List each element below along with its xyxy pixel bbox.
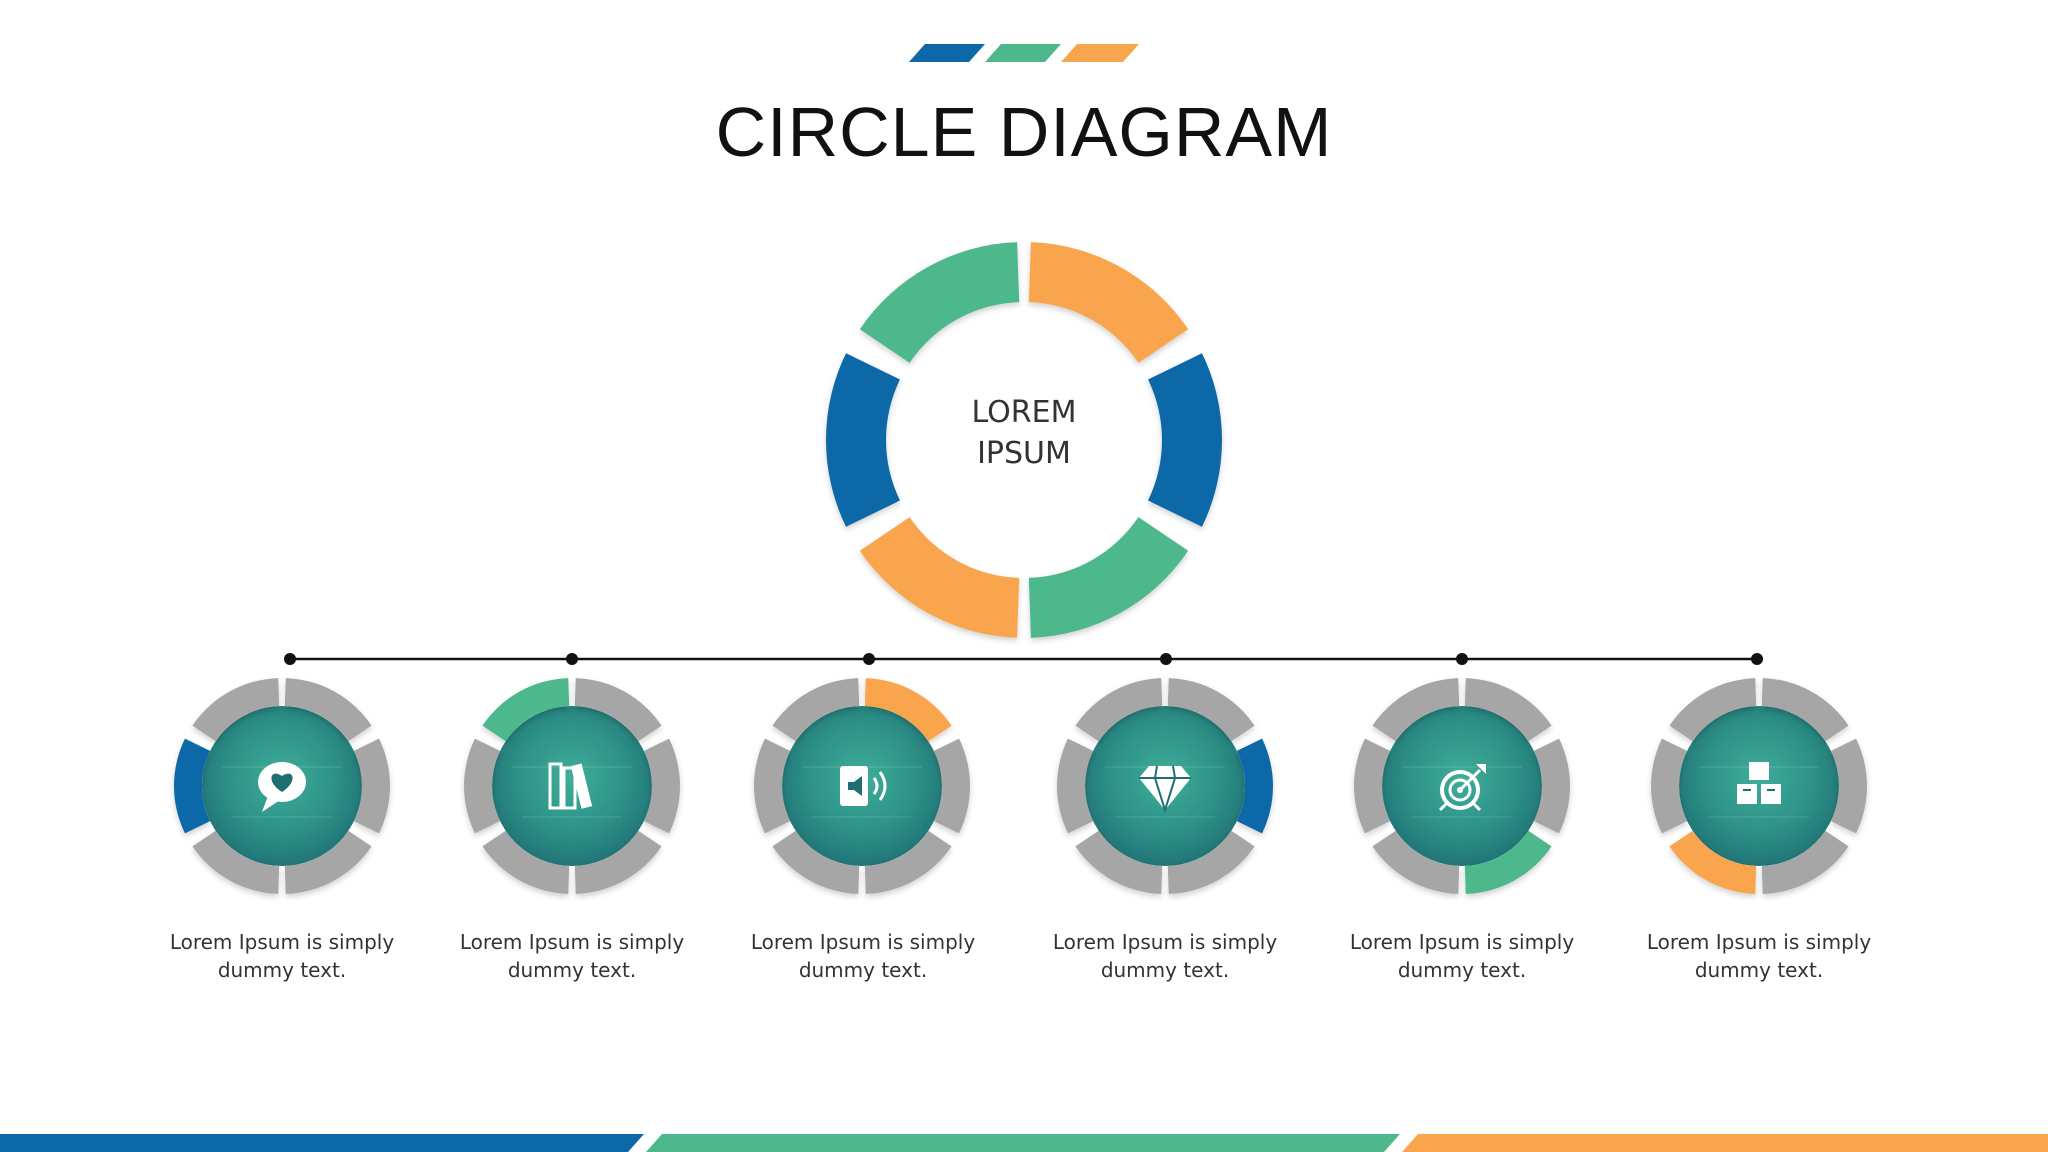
center-label-line1: LOREM (971, 395, 1077, 430)
target-icon (1438, 764, 1486, 812)
diamond-icon (1139, 765, 1191, 814)
caption-3-line1: Lorem Ipsum is simply (750, 930, 976, 954)
node-ring-segment (1057, 738, 1094, 834)
caption-5-line1: Lorem Ipsum is simply (1349, 930, 1575, 954)
bottom-bar-green (646, 1134, 1400, 1152)
node-ring-segment (1761, 830, 1849, 894)
node-photo-disc (492, 706, 652, 866)
connector-line (284, 653, 1763, 665)
caption-4-line1: Lorem Ipsum is simply (1052, 930, 1278, 954)
node-ring-segment (192, 678, 280, 742)
node-ring-accent-segment (482, 678, 570, 742)
node-ring-segment (772, 678, 860, 742)
caption-1-line1: Lorem Ipsum is simply (169, 930, 395, 954)
bottom-bar-orange (1402, 1134, 2048, 1152)
caption-4: Lorem Ipsum is simply dummy text. (1020, 928, 1310, 984)
chat-heart-icon (258, 762, 306, 812)
node-ring-segment (284, 830, 372, 894)
node-circle-6 (1651, 678, 1867, 894)
node-ring-segment (1830, 738, 1867, 834)
connector-dot-3 (863, 653, 875, 665)
node-ring-accent-segment (1464, 830, 1552, 894)
node-ring-segment (643, 738, 680, 834)
node-ring-accent-segment (864, 678, 952, 742)
node-ring-segment (1669, 678, 1757, 742)
caption-6: Lorem Ipsum is simply dummy text. (1614, 928, 1904, 984)
caption-6-line1: Lorem Ipsum is simply (1646, 930, 1872, 954)
node-ring-segment (574, 678, 662, 742)
ring-segment-top-left (859, 242, 1020, 363)
accent-dash-green (985, 44, 1061, 62)
node-circle-2 (464, 678, 680, 894)
node-ring-segment (1075, 678, 1163, 742)
caption-3: Lorem Ipsum is simply dummy text. (718, 928, 1008, 984)
caption-6-line2: dummy text. (1694, 958, 1824, 982)
node-ring-segment (753, 738, 791, 834)
node-ring-segment (1464, 678, 1552, 742)
node-ring-segment (772, 830, 860, 894)
node-ring-segment (1372, 678, 1460, 742)
connector-dot-5 (1456, 653, 1468, 665)
node-ring-segment (284, 678, 372, 742)
ring-segment-top-right (1028, 242, 1189, 363)
node-circle-5 (1354, 678, 1570, 894)
accent-dash-blue (909, 44, 985, 62)
node-circle-4 (1057, 678, 1273, 894)
node-circle-1 (174, 678, 390, 894)
node-ring-accent-segment (1236, 738, 1273, 834)
node-ring-segment (574, 830, 662, 894)
connector-dot-1 (284, 653, 296, 665)
audiobook-icon (840, 766, 887, 806)
caption-1: Lorem Ipsum is simply dummy text. (137, 928, 427, 984)
node-ring-segment (1167, 830, 1255, 894)
node-ring-accent-segment (174, 738, 211, 834)
bottom-bar-blue (0, 1134, 644, 1152)
node-ring-segment (933, 738, 970, 834)
center-label-line2: IPSUM (977, 436, 1071, 471)
node-ring-segment (1372, 830, 1460, 894)
caption-2-line1: Lorem Ipsum is simply (459, 930, 685, 954)
center-ring (826, 242, 1222, 638)
node-photo-disc (1679, 706, 1839, 866)
node-ring-segment (192, 830, 280, 894)
center-label: LOREM IPSUM (874, 392, 1174, 474)
node-ring-segment (482, 830, 570, 894)
caption-3-line2: dummy text. (798, 958, 928, 982)
caption-5: Lorem Ipsum is simply dummy text. (1317, 928, 1607, 984)
ring-segment-left (826, 353, 900, 527)
node-ring-segment (1354, 738, 1391, 834)
node-ring-accent-segment (1669, 830, 1757, 894)
caption-2: Lorem Ipsum is simply dummy text. (427, 928, 717, 984)
boxes-icon (1737, 762, 1781, 804)
node-ring-segment (353, 738, 390, 834)
node-circles (174, 678, 1867, 894)
ring-segment-bottom-left (859, 517, 1020, 638)
ring-segment-bottom-right (1028, 517, 1189, 638)
node-ring-segment (864, 830, 952, 894)
connector-dot-4 (1160, 653, 1172, 665)
node-ring-segment (1533, 738, 1570, 834)
caption-1-line2: dummy text. (217, 958, 347, 982)
node-ring-segment (464, 738, 501, 834)
accent-dash-orange (1061, 44, 1139, 62)
top-accent-dashes (909, 44, 1139, 62)
page-title: CIRCLE DIAGRAM (715, 93, 1333, 171)
connector-dot-2 (566, 653, 578, 665)
caption-5-line2: dummy text. (1397, 958, 1527, 982)
caption-2-line2: dummy text. (507, 958, 637, 982)
node-circle-3 (753, 678, 970, 894)
node-ring-segment (1075, 830, 1163, 894)
connector-dot-6 (1751, 653, 1763, 665)
caption-4-line2: dummy text. (1100, 958, 1230, 982)
node-ring-segment (1651, 738, 1688, 834)
ring-segment-right (1148, 353, 1222, 527)
node-ring-segment (1761, 678, 1849, 742)
books-icon (548, 762, 593, 810)
bottom-color-bar (0, 1134, 2048, 1152)
node-ring-segment (1167, 678, 1255, 742)
